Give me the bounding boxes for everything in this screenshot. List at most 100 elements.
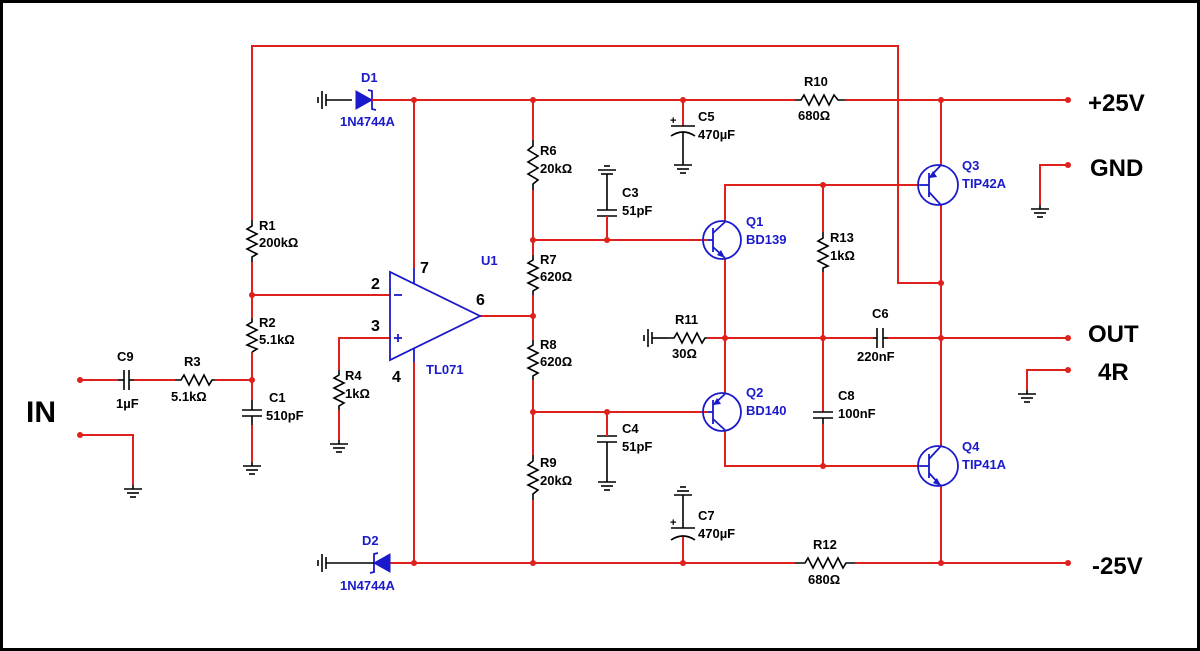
resistor-icon: [795, 93, 845, 107]
c6-value: 220nF: [857, 349, 895, 364]
r2-ref: R2: [259, 315, 276, 330]
c3-ref: C3: [622, 185, 639, 200]
r11-value: 30Ω: [672, 346, 697, 361]
resistor-icon: [332, 370, 346, 410]
svg-text:+: +: [670, 115, 676, 127]
resistor-icon: [526, 455, 540, 500]
r13-ref: R13: [830, 230, 854, 245]
input-terminal-label: IN: [26, 396, 56, 429]
c7-value: 470µF: [698, 526, 735, 541]
d2-value: 1N4744A: [340, 578, 396, 593]
capacitor-icon: [873, 328, 888, 348]
zener-diode-icon: [355, 89, 390, 111]
c1-ref: C1: [269, 390, 286, 405]
capacitor-icon: [118, 370, 134, 390]
r11-ref: R11: [675, 312, 698, 327]
d1-value: 1N4744A: [340, 114, 396, 129]
resistor-icon: [245, 318, 259, 353]
ground-icon: [674, 486, 692, 517]
r3-value: 5.1kΩ: [171, 389, 207, 404]
resistor-icon: [668, 331, 707, 345]
d2-ref: D2: [362, 533, 379, 548]
resistor-icon: [175, 373, 215, 387]
ground-icon: [598, 442, 616, 491]
ground-icon: [317, 554, 352, 572]
capacitor-icon: [242, 400, 262, 425]
c1-value: 510pF: [266, 408, 304, 423]
vplus-terminal-label: +25V: [1088, 90, 1145, 117]
u1-pin-out: 6: [476, 292, 485, 309]
c7-ref: C7: [698, 508, 715, 523]
ground-icon: [1018, 390, 1036, 403]
r6-ref: R6: [540, 143, 557, 158]
c6-ref: C6: [872, 306, 889, 321]
ground-icon: [317, 91, 352, 109]
c5-ref: C5: [698, 109, 715, 124]
q4-value: TIP41A: [962, 457, 1007, 472]
r4-value: 1kΩ: [345, 386, 370, 401]
c4-value: 51pF: [622, 439, 652, 454]
u1-pin-inv: 2: [371, 276, 380, 293]
load-label: 4R: [1098, 359, 1129, 386]
capacitor-icon: [813, 411, 833, 424]
ground-icon: [243, 462, 261, 475]
c9-value: 1µF: [116, 396, 139, 411]
vminus-terminal-label: -25V: [1092, 553, 1143, 580]
c5-value: 470µF: [698, 127, 735, 142]
svg-text:+: +: [670, 517, 676, 529]
r6-value: 20kΩ: [540, 161, 572, 176]
r2-value: 5.1kΩ: [259, 332, 295, 347]
resistor-icon: [526, 340, 540, 380]
r9-ref: R9: [540, 455, 557, 470]
wires: [80, 45, 1068, 564]
r12-ref: R12: [813, 537, 837, 552]
r7-ref: R7: [540, 252, 557, 267]
ground-icon: [330, 440, 348, 453]
r8-ref: R8: [540, 337, 557, 352]
resistor-icon: [245, 220, 259, 262]
q1-value: BD139: [746, 232, 786, 247]
u1-ref: U1: [481, 253, 498, 268]
c8-value: 100nF: [838, 406, 876, 421]
q3-ref: Q3: [962, 158, 979, 173]
resistor-icon: [795, 556, 855, 570]
resistor-icon: [526, 140, 540, 190]
c3-value: 51pF: [622, 203, 652, 218]
c8-ref: C8: [838, 388, 855, 403]
r4-ref: R4: [345, 368, 362, 383]
transistor-icon: [917, 164, 959, 206]
q1-ref: Q1: [746, 214, 763, 229]
opamp-icon: [389, 268, 483, 362]
u1-pin-vneg: 4: [392, 369, 401, 386]
q2-ref: Q2: [746, 385, 763, 400]
r10-value: 680Ω: [798, 108, 830, 123]
r12-value: 680Ω: [808, 572, 840, 587]
capacitor-icon: +: [670, 115, 696, 145]
ground-icon: [1031, 205, 1049, 218]
ground-icon: [598, 165, 616, 210]
junctions: [77, 97, 1071, 566]
r13-value: 1kΩ: [830, 248, 855, 263]
u1-value: TL071: [426, 362, 464, 377]
ground-icon: [674, 145, 692, 174]
r1-ref: R1: [259, 218, 276, 233]
q4-ref: Q4: [962, 439, 980, 454]
u1-pin-vpos: 7: [420, 260, 429, 277]
resistor-icon: [526, 255, 540, 295]
resistor-icon: [816, 232, 830, 272]
output-terminal-label: OUT: [1088, 321, 1139, 348]
r10-ref: R10: [804, 74, 828, 89]
q3-value: TIP42A: [962, 176, 1007, 191]
r7-value: 620Ω: [540, 269, 572, 284]
gnd-terminal-label: GND: [1090, 155, 1143, 182]
zener-diode-icon: [352, 552, 391, 574]
d1-ref: D1: [361, 70, 378, 85]
capacitor-icon: [597, 430, 617, 443]
r3-ref: R3: [184, 354, 201, 369]
capacitor-icon: [597, 209, 617, 222]
r8-value: 620Ω: [540, 354, 572, 369]
c9-ref: C9: [117, 349, 134, 364]
transistor-icon: [702, 220, 742, 260]
